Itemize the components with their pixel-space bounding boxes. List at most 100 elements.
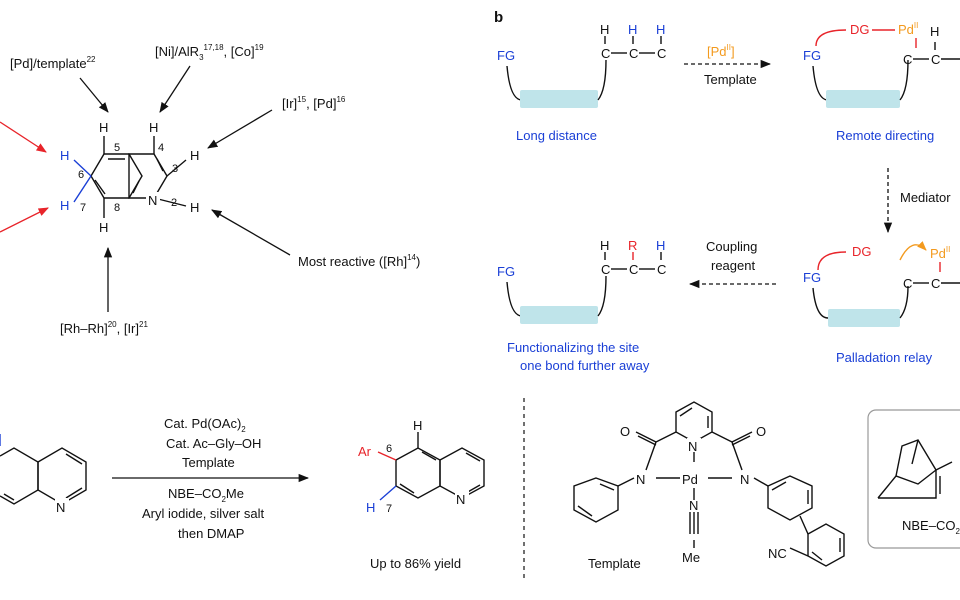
dg-label-2: DG <box>852 244 872 259</box>
product-atom-n: N <box>456 492 465 507</box>
panel-b: b FG C C C H H H Long distance [PdII] Te… <box>494 9 960 373</box>
atom-h-5: H <box>99 120 108 135</box>
atom-h-3: H <box>190 148 199 163</box>
arrow-ir-pd <box>207 109 273 149</box>
substrate-long-distance: FG C C C H H H Long distance <box>497 22 666 143</box>
template-atom-pd: Pd <box>682 472 698 487</box>
template-atom-n-right: N <box>740 472 749 487</box>
pd-label-1: PdII <box>898 21 918 37</box>
b2-c2: C <box>931 52 940 67</box>
position-7: 7 <box>80 202 86 214</box>
template-atom-n-nitrile: N <box>689 498 698 513</box>
atom-h-4: H <box>149 120 158 135</box>
template-atom-n-pyridine: N <box>688 439 697 454</box>
fg-label-2: FG <box>803 48 821 63</box>
label-ir-pd: [Ir]15, [Pd]16 <box>282 95 346 111</box>
cond-ac-gly: Cat. Ac–Gly–OH <box>166 436 261 451</box>
starting-quinoline: N <box>0 434 87 515</box>
b1-c3: C <box>657 46 666 61</box>
panel-a: [Pd]/template22 [Ni]/AlR317,18, [Co]19 [… <box>0 43 420 336</box>
cond-dmap: then DMAP <box>178 526 244 541</box>
template-atom-nc: NC <box>768 546 787 561</box>
coupling-label-2: reagent <box>711 258 755 273</box>
b4-c1: C <box>601 262 610 277</box>
b1-c2: C <box>629 46 638 61</box>
product-position-7: 7 <box>386 503 392 515</box>
b1-h1: H <box>600 22 609 37</box>
product-atom-h-top: H <box>413 418 422 433</box>
label-most-reactive-rh: Most reactive ([Rh]14) <box>298 253 420 269</box>
quinoline-structure <box>73 136 187 218</box>
pd-label-2: PdII <box>930 245 950 261</box>
b4-h1: H <box>600 238 609 253</box>
position-6: 6 <box>78 169 84 181</box>
caption-functionalizing-1: Functionalizing the site <box>507 340 639 355</box>
product-functionalized: FG C C C H R H Functionalizing the site … <box>497 238 666 373</box>
template-atom-me: Me <box>682 550 700 565</box>
arrow-pd-template <box>79 77 109 113</box>
cond-nbe: NBE–CO2Me <box>168 486 244 504</box>
arrow-red-upper <box>0 121 47 153</box>
start-atom-n: N <box>56 500 65 515</box>
panel-b-tag: b <box>494 9 503 26</box>
atom-h-2: H <box>190 200 199 215</box>
b1-h2: H <box>628 22 637 37</box>
atom-h-8: H <box>99 220 108 235</box>
position-2: 2 <box>171 197 177 209</box>
cond-aryl-iodide: Aryl iodide, silver salt <box>142 506 264 521</box>
b3-c1: C <box>903 276 912 291</box>
atom-h-7: H <box>60 198 69 213</box>
caption-palladation-relay: Palladation relay <box>836 350 933 365</box>
b4-c2: C <box>629 262 638 277</box>
fg-label-1: FG <box>497 48 515 63</box>
b4-c3: C <box>657 262 666 277</box>
arrow-ni-co <box>159 65 191 113</box>
product-atom-ar: Ar <box>358 444 372 459</box>
intermediate-palladation-relay: DG FG PdII C C Palladation relay <box>803 240 960 365</box>
position-4: 4 <box>158 142 164 154</box>
dg-label-1: DG <box>850 22 870 37</box>
caption-long-distance: Long distance <box>516 128 597 143</box>
arrow-template-label: Template <box>704 72 757 87</box>
template-atom-n-left: N <box>636 472 645 487</box>
fg-label-3: FG <box>803 270 821 285</box>
product-position-6: 6 <box>386 443 392 455</box>
b4-r: R <box>628 238 637 253</box>
template-atom-o-right: O <box>756 424 766 439</box>
template-label: Template <box>588 556 641 571</box>
position-3: 3 <box>172 163 178 175</box>
position-8: 8 <box>114 202 120 214</box>
position-5: 5 <box>114 142 120 154</box>
coupling-label-1: Coupling <box>706 239 757 254</box>
arrow-mediator-label: Mediator <box>900 190 951 205</box>
b1-h3: H <box>656 22 665 37</box>
b2-h: H <box>930 24 939 39</box>
b4-h3: H <box>656 238 665 253</box>
cond-template: Template <box>182 455 235 470</box>
product-quinoline: N H Ar H 6 7 <box>358 418 485 515</box>
b1-c1: C <box>601 46 610 61</box>
nbe-label: NBE–CO2 <box>902 518 960 536</box>
label-rhrh-ir: [Rh–Rh]20, [Ir]21 <box>60 320 148 336</box>
panel-c: N Cat. Pd(OAc)2 Cat. Ac–Gly–OH Template … <box>0 398 960 582</box>
template-structure <box>573 401 845 567</box>
yield-label: Up to 86% yield <box>370 556 461 571</box>
arrow-most-reactive <box>211 209 291 256</box>
template-atom-o-left: O <box>620 424 630 439</box>
cond-pd-oac: Cat. Pd(OAc)2 <box>164 416 246 434</box>
b3-c2: C <box>931 276 940 291</box>
b2-c1: C <box>903 52 912 67</box>
label-ni-co: [Ni]/AlR317,18, [Co]19 <box>155 43 264 62</box>
atom-n: N <box>148 193 157 208</box>
atom-h-6: H <box>60 148 69 163</box>
intermediate-remote-directing: FG DG PdII C C H Remote directing <box>803 21 960 143</box>
caption-remote-directing: Remote directing <box>836 128 934 143</box>
caption-functionalizing-2: one bond further away <box>520 358 650 373</box>
label-pd-template: [Pd]/template22 <box>10 55 96 71</box>
arrow-red-lower <box>0 207 49 233</box>
pd-reagent-label: [PdII] <box>707 43 735 59</box>
product-atom-h-7: H <box>366 500 375 515</box>
fg-label-4: FG <box>497 264 515 279</box>
nbe-box: NBE–CO2 <box>867 409 960 549</box>
